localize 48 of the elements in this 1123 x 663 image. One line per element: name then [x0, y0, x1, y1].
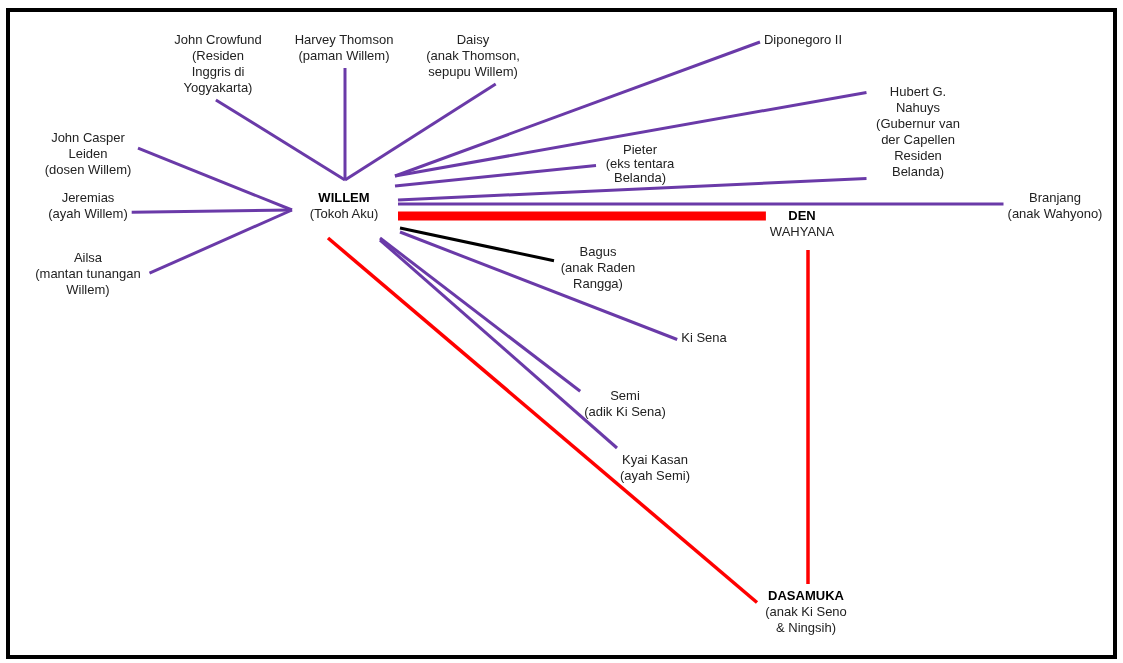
connector-line — [397, 177, 867, 202]
character-role: (anak Wahyono) — [1007, 206, 1103, 222]
connector-line — [326, 236, 759, 604]
connector-line — [379, 236, 582, 393]
character-name: Semi — [609, 388, 641, 404]
connector-line — [394, 164, 597, 188]
character-name: John Casper Leiden — [50, 130, 126, 162]
character-name: Diponegoro II — [763, 32, 843, 48]
character-name: Ailsa — [72, 250, 104, 266]
connector-line — [343, 68, 347, 180]
connector-line — [379, 238, 618, 450]
character-role: (anak Ki Seno & Ningsih) — [764, 604, 848, 636]
character-role: (anak Thomson, sepupu Willem) — [425, 48, 521, 80]
character-role: WAHYANA — [769, 224, 835, 240]
connector-line — [344, 82, 497, 182]
character-name: John Crowfund — [173, 32, 263, 48]
character-role: (Gubernur van der Capellen Residen Belanda) — [875, 116, 961, 180]
character-name: Ki Sena — [681, 330, 727, 346]
connector-line — [137, 146, 293, 212]
character-role: (ayah Semi) — [619, 468, 691, 484]
character-name: Hubert G. Nahuys — [888, 84, 948, 116]
character-name: Kyai Kasan — [621, 452, 689, 468]
character-name: Branjang — [1027, 190, 1082, 206]
connector-line — [215, 98, 346, 182]
character-role: (ayah Willem) — [48, 206, 128, 222]
character-role: (dosen Willem) — [43, 162, 133, 178]
character-name: Bagus — [578, 244, 618, 260]
character-role: (Residen Inggris di Yogyakarta) — [182, 48, 254, 96]
connector-line — [394, 90, 867, 178]
character-role: (paman Willem) — [297, 48, 391, 64]
character-name: WILLEM — [317, 190, 371, 206]
character-name: DEN — [787, 208, 817, 224]
character-role: (eks tentara Belanda) — [604, 157, 676, 185]
character-role: (anak Raden Rangga) — [559, 260, 637, 292]
character-role: (adik Ki Sena) — [584, 404, 666, 420]
character-role: (mantan tunangan Willem) — [34, 266, 142, 298]
character-name: Harvey Thomson — [294, 32, 394, 48]
character-name: DASAMUKA — [767, 588, 845, 604]
character-role: (Tokoh Aku) — [309, 206, 379, 222]
connector-line — [398, 211, 766, 221]
character-name: Jeremias — [60, 190, 116, 206]
connector-line — [148, 208, 293, 275]
connector-line — [398, 202, 1004, 206]
connector-line — [399, 230, 678, 341]
connector-line — [806, 250, 810, 584]
character-name: Pieter — [622, 143, 658, 157]
character-name: Daisy — [455, 32, 491, 48]
connector-line — [399, 226, 555, 263]
